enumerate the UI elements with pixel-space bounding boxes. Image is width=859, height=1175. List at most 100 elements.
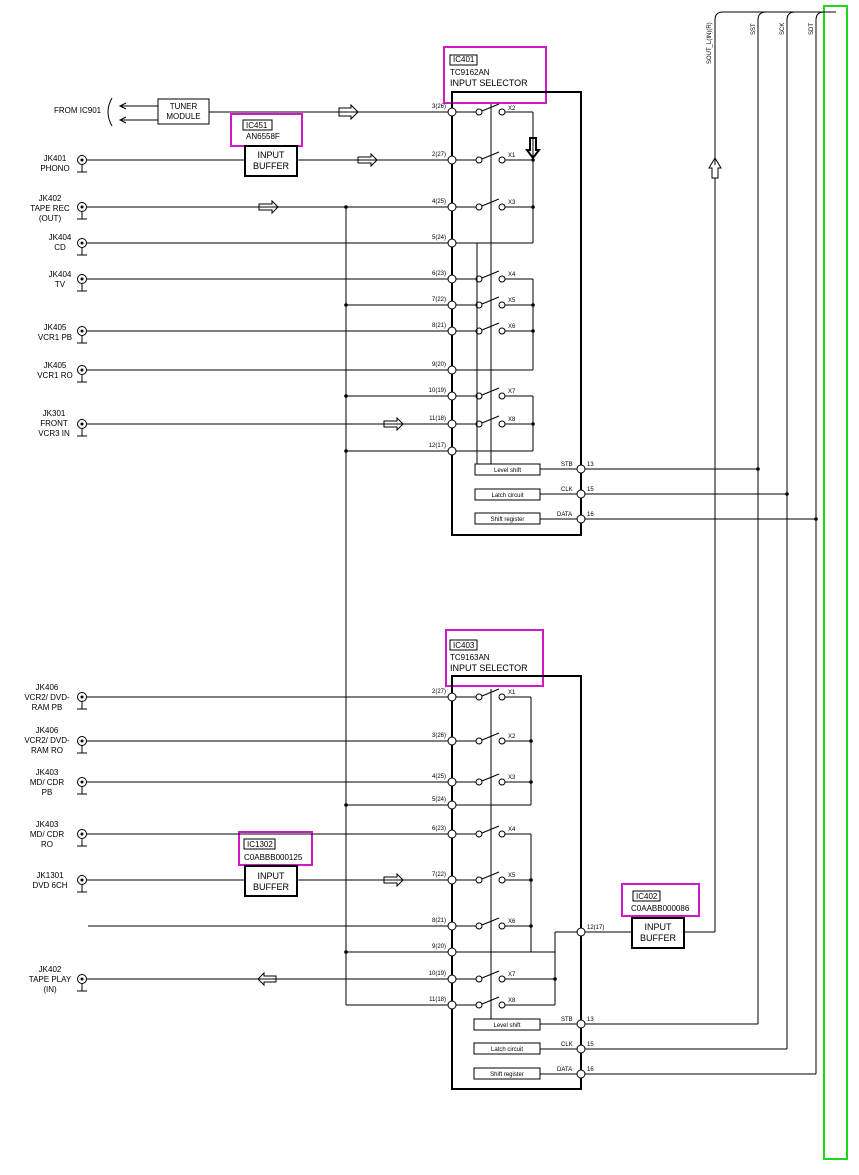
ic401-ref: IC401	[453, 55, 475, 64]
bus-highlight-frame	[823, 5, 848, 1160]
signal-arrow-right-icon	[258, 199, 279, 215]
ic401-pin-15: 15	[587, 487, 594, 493]
signal-arrow-down-icon	[525, 137, 541, 160]
ic401-pin-label: 2(27)	[432, 152, 446, 158]
ic403-pin-label: 8(21)	[432, 918, 446, 924]
ic401-pin-label: 9(20)	[432, 362, 446, 368]
jack-jk403-ro-label-3: RO	[41, 840, 53, 849]
jack-jk406-pb-label-2: VCR2/ DVD-	[24, 693, 70, 702]
jack-jk403-pb-label-2: MD/ CDR	[30, 778, 64, 787]
ic401-switch-label: X5	[508, 298, 516, 304]
ic403-switches: X1 X2 X3 X4 X5 X6 X7 X8	[456, 688, 632, 1019]
jack-jk401-label-1: JK401	[44, 154, 67, 163]
ic403-level-shift-label: Level shift	[493, 1023, 520, 1029]
tuner-label-2: MODULE	[166, 112, 200, 121]
ic401-pin-label: 11(18)	[429, 416, 446, 422]
ic403-pin	[447, 1000, 457, 1010]
ic403-output-pin-label: 12(17)	[587, 925, 604, 931]
ic403-pin	[447, 692, 457, 702]
top-jacks: JK401 PHONO JK402 TAPE REC (OUT) JK404 C…	[30, 152, 452, 438]
ic403-pin-16: 16	[587, 1067, 594, 1073]
ic402-ref: IC402	[636, 892, 658, 901]
ic401-stb-label: STB	[561, 462, 573, 468]
ic401-pin-label: 8(21)	[432, 323, 446, 329]
ic403-title: INPUT SELECTOR	[450, 663, 528, 673]
ic403-pin	[447, 829, 457, 839]
ic402-input-buffer	[631, 917, 685, 949]
ic401-control: Level shift Latch circuit Shift register…	[474, 462, 818, 525]
bottom-common-bus	[344, 803, 452, 1006]
jack-jk402-play-label-2: TAPE PLAY	[29, 975, 72, 984]
ic401-switch-label: X6	[508, 324, 516, 330]
ic401-pin	[447, 446, 457, 456]
ic402-part: C0AABB000086	[631, 904, 690, 913]
ic403-pin	[447, 800, 457, 810]
ic401-pin	[447, 202, 457, 212]
jack-jk404-tv-label-1: JK404	[49, 270, 72, 279]
bottom-jacks: JK406 VCR2/ DVD- RAM PB JK406 VCR2/ DVD-…	[24, 683, 452, 994]
ic401-switch-label: X8	[508, 417, 516, 423]
jack-jk406-pb-label-3: RAM PB	[32, 703, 63, 712]
ic403-pin	[447, 921, 457, 931]
jack-jk301-label-1: JK301	[43, 409, 66, 418]
ic403-switch-label: X7	[508, 972, 516, 978]
signal-arrow-left-icon	[257, 971, 277, 987]
ic403-switch-label: X8	[508, 998, 516, 1004]
ic401-shift-register-label: Shift register	[491, 517, 525, 523]
control-bus: SOUT_L(IN)(R) SST SCK SDT	[707, 11, 836, 1074]
bus-label-sck: SCK	[780, 23, 786, 35]
signal-arrow-right-icon	[383, 416, 404, 432]
ic401-title: INPUT SELECTOR	[450, 78, 528, 88]
ic451-buffer-label-2: BUFFER	[253, 161, 290, 171]
ic402-buffer-label-1: INPUT	[645, 922, 673, 932]
tuner-label-1: TUNER	[170, 102, 198, 111]
ic403-data-label: DATA	[557, 1067, 572, 1073]
ic403-pin-label: 4(25)	[432, 774, 446, 780]
jack-jk401-label-2: PHONO	[40, 164, 69, 173]
ic401-switch-label: X4	[508, 272, 516, 278]
ic401-part: TC9162AN	[450, 68, 490, 77]
top-common-bus	[344, 205, 452, 805]
ic403-pin-label: 2(27)	[432, 689, 446, 695]
ic451-part: AN6558F	[246, 132, 280, 141]
ic403-pin	[447, 736, 457, 746]
ic403-switch-label: X3	[508, 775, 516, 781]
ic1302-buffer-label-2: BUFFER	[253, 882, 290, 892]
ic403-pin	[447, 875, 457, 885]
jack-jk403-pb-label-3: PB	[42, 788, 53, 797]
ic401-pin	[447, 155, 457, 165]
jack-jk301-label-3: VCR3 IN	[38, 429, 70, 438]
ic401-switch-label: X7	[508, 389, 516, 395]
ic403-pin-label: 6(23)	[432, 826, 446, 832]
ic401-pin	[447, 274, 457, 284]
ic403-shift-register-label: Shift register	[490, 1072, 524, 1078]
bus-label-sst: SST	[751, 23, 757, 35]
ic403-pin	[447, 974, 457, 984]
signal-arrow-right-icon	[383, 872, 404, 888]
ic401-clk-label: CLK	[561, 487, 573, 493]
ic403-control: Level shift Latch circuit Shift register…	[473, 1017, 816, 1080]
ic401-pin	[447, 391, 457, 401]
jack-jk301-label-2: FRONT	[40, 419, 68, 428]
ic403-switch-label: X4	[508, 827, 516, 833]
ic401-pin-label: 4(25)	[432, 199, 446, 205]
jack-jk404-cd-label-2: CD	[54, 243, 66, 252]
ic401-pin-16: 16	[587, 512, 594, 518]
jack-jk402-rec-label-3: (OUT)	[39, 214, 62, 223]
ic403-pin-label: 11(18)	[429, 997, 446, 1003]
ic403-pin-13: 13	[587, 1017, 594, 1023]
ic401-switches: X2 X1 X3 X4 X5 X6	[456, 103, 541, 464]
ic403-pin-label: 3(26)	[432, 733, 446, 739]
ic401-data-label: DATA	[557, 512, 572, 518]
ic1302-input-buffer	[244, 865, 298, 897]
ic403-pin-label: 10(19)	[429, 971, 446, 977]
jack-jk406-ro-label-2: VCR2/ DVD-	[24, 736, 70, 745]
ic403-part: TC9163AN	[450, 653, 490, 662]
jack-jk405-ro-label-1: JK405	[44, 361, 67, 370]
ic402-highlight	[621, 883, 700, 917]
ic1302-part: C0ABBB000125	[244, 853, 303, 862]
ic401-pin-label: 5(24)	[432, 235, 446, 241]
ic403-stb-label: STB	[561, 1017, 573, 1023]
signal-arrow-right-icon	[338, 103, 359, 121]
ic403-pin-15: 15	[587, 1042, 594, 1048]
